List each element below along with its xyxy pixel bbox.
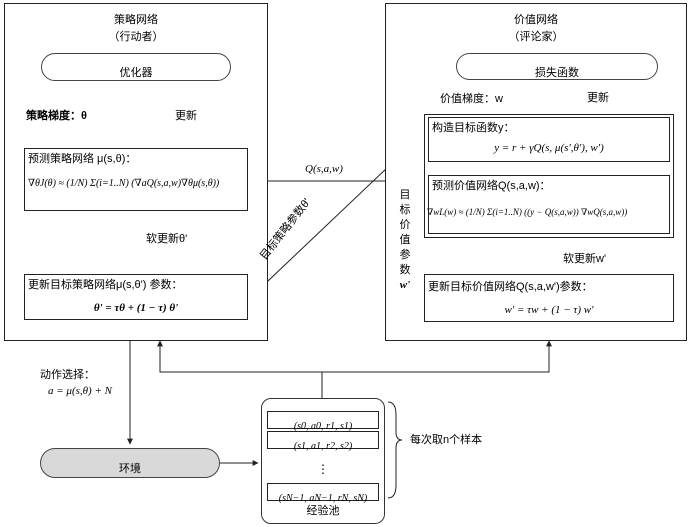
side-char: 价	[399, 219, 411, 231]
value-predict-title: 预测价值网络Q(s,a,w)：	[432, 180, 551, 192]
actor-soft-update-label: 软更新θ'	[146, 233, 188, 245]
loss-label: 损失函数	[535, 67, 579, 79]
optimizer-node[interactable]: 优化器	[41, 53, 231, 81]
construct-title: 构造目标函数y：	[432, 122, 515, 134]
policy-target-title: 更新目标策略网络μ(s,θ') 参数：	[28, 279, 183, 291]
critic-subtitle: （评论家）	[508, 31, 564, 43]
value-target-formula: w' = τw + (1 − τ) w'	[504, 304, 594, 316]
target-value-param-side-label: 目 标 价 值 参 数 w'	[398, 188, 412, 293]
replay-to-actor-arrow	[157, 340, 323, 398]
actor-subtitle: （行动者）	[108, 31, 164, 43]
construct-formula: y = r + γQ(s, μ(s',θ'), w')	[494, 142, 604, 154]
replay-row-text: (s0, a0, r1, s1)	[293, 421, 353, 432]
replay-row: (s0, a0, r1, s1)	[267, 411, 379, 432]
replay-row-text: (s1, a1, r2, s2)	[293, 441, 353, 452]
policy-predict-title: 预测策略网络 μ(s,θ)：	[28, 153, 137, 165]
value-target-title: 更新目标价值网络Q(s,a,w')参数：	[428, 281, 593, 293]
side-char: 目	[399, 189, 411, 201]
replay-row-text: ⋮	[317, 462, 329, 476]
critic-soft-update-label: 软更新w'	[563, 253, 607, 265]
critic-update-label: 更新	[587, 92, 609, 104]
side-char: 数	[399, 264, 411, 276]
actor-title: 策略网络	[114, 14, 158, 26]
construct-target-box[interactable]: 构造目标函数y： y = r + γQ(s, μ(s',θ'), w')	[428, 117, 670, 162]
optimizer-label: 优化器	[119, 67, 153, 79]
side-char: 标	[399, 204, 411, 216]
environment-node[interactable]: 环境	[40, 448, 220, 478]
replay-label: 经验池	[306, 505, 340, 517]
side-char: 参	[399, 249, 411, 261]
sample-label: 每次取n个样本	[410, 434, 483, 446]
value-predict-formula: ∇wL(w) ≈ (1/N) Σ(i=1..N) ((y − Q(s,a,w))…	[427, 207, 628, 217]
policy-grad-label: 策略梯度：θ	[26, 110, 87, 122]
action-formula: a = μ(s,θ) + N	[48, 385, 112, 397]
policy-predict-box[interactable]: 预测策略网络 μ(s,θ)： ∇θJ(θ) ≈ (1/N) Σ(i=1..N) …	[24, 148, 248, 211]
value-predict-box[interactable]: 预测价值网络Q(s,a,w)： ∇wL(w) ≈ (1/N) Σ(i=1..N)…	[427, 175, 670, 234]
replay-pool[interactable]: (s0, a0, r1, s1) (s1, a1, r2, s2) ⋮ (sN−…	[261, 398, 385, 524]
policy-predict-formula: ∇θJ(θ) ≈ (1/N) Σ(i=1..N) (∇aQ(s,a,w)∇θμ(…	[28, 178, 220, 189]
side-char: w'	[399, 279, 411, 291]
replay-row: (s1, a1, r2, s2)	[267, 431, 379, 452]
policy-target-formula: θ' = τθ + (1 − τ) θ'	[93, 302, 179, 314]
policy-target-box[interactable]: 更新目标策略网络μ(s,θ') 参数： θ' = τθ + (1 − τ) θ'	[24, 274, 248, 320]
q-value-label: Q(s,a,w)	[305, 163, 343, 175]
loss-node[interactable]: 损失函数	[456, 53, 658, 80]
side-char: 值	[399, 234, 411, 246]
environment-label: 环境	[119, 463, 141, 475]
replay-row: (sN−1, aN−1, rN, sN)	[267, 483, 379, 504]
replay-to-critic-arrow	[322, 340, 552, 373]
sample-brace	[387, 401, 403, 499]
value-grad-label: 价值梯度：w	[440, 93, 503, 105]
actor-update-label: 更新	[175, 110, 197, 122]
critic-title: 价值网络	[514, 14, 558, 26]
action-select-label: 动作选择：	[40, 369, 95, 381]
value-target-box[interactable]: 更新目标价值网络Q(s,a,w')参数： w' = τw + (1 − τ) w…	[424, 274, 674, 322]
replay-row-text: (sN−1, aN−1, rN, sN)	[278, 493, 368, 504]
replay-row: ⋮	[267, 456, 379, 478]
